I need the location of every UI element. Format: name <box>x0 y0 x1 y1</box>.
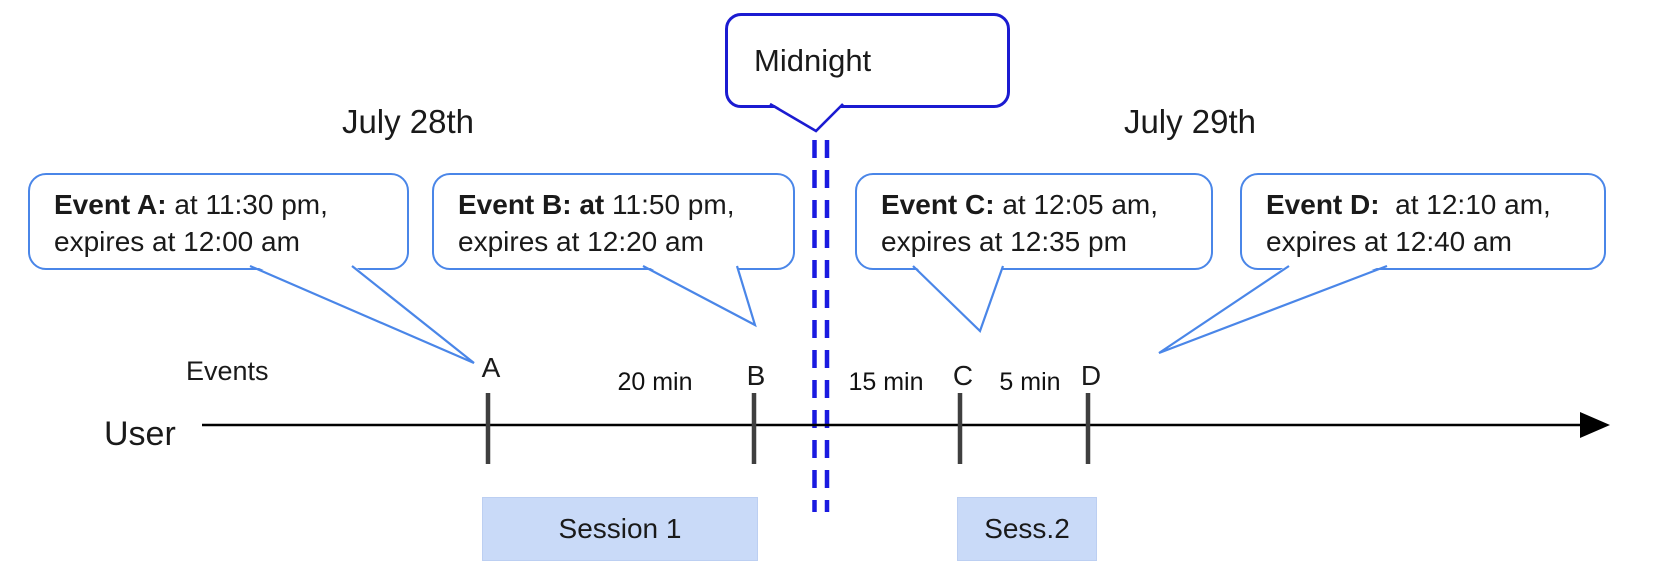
session-1-label: Session 1 <box>558 513 682 544</box>
date-label-july-28th: July 28th <box>341 103 475 140</box>
event-d-text-line2: expires at 12:40 am <box>1266 226 1512 257</box>
callout-tail-d <box>1158 264 1388 355</box>
interval-label-5min: 5 min <box>999 368 1061 396</box>
session-2-box: Sess.2 <box>957 497 1097 561</box>
events-axis-label: Events <box>186 356 269 386</box>
event-a-text-line1: Event A: at 11:30 pm, <box>54 189 328 220</box>
interval-label-15min: 15 min <box>848 368 924 396</box>
event-c-text-line2: expires at 12:35 pm <box>881 226 1127 257</box>
event-b-text-line2: expires at 12:20 am <box>458 226 704 257</box>
event-d-callout: Event D: at 12:10 am, expires at 12:40 a… <box>1240 173 1606 270</box>
user-axis-label: User <box>104 415 176 453</box>
tick-label-a: A <box>481 352 501 383</box>
event-c-callout: Event C: at 12:05 am, expires at 12:35 p… <box>855 173 1213 270</box>
interval-label-20min: 20 min <box>617 368 693 396</box>
session-1-box: Session 1 <box>482 497 758 561</box>
session-2-label: Sess.2 <box>984 513 1070 544</box>
date-label-july-29th: July 29th <box>1123 103 1257 140</box>
callout-tail-c <box>912 264 1005 333</box>
callout-tail-a <box>249 264 475 365</box>
midnight-callout: Midnight <box>725 13 1010 108</box>
timeline-arrowhead-icon <box>1580 412 1610 438</box>
midnight-label: Midnight <box>754 42 872 78</box>
tick-label-d: D <box>1080 360 1102 391</box>
event-b-callout: Event B: at 11:50 pm, expires at 12:20 a… <box>432 173 795 270</box>
event-a-text-line2: expires at 12:00 am <box>54 226 300 257</box>
callout-tail-b <box>642 264 757 328</box>
event-d-text-line1: Event D: at 12:10 am, <box>1266 189 1551 220</box>
event-c-text-line1: Event C: at 12:05 am, <box>881 189 1159 220</box>
tick-label-c: C <box>952 360 974 391</box>
tick-label-b: B <box>746 360 766 391</box>
event-a-callout: Event A: at 11:30 pm, expires at 12:00 a… <box>28 173 409 270</box>
event-b-text-line1: Event B: at 11:50 pm, <box>458 189 735 220</box>
